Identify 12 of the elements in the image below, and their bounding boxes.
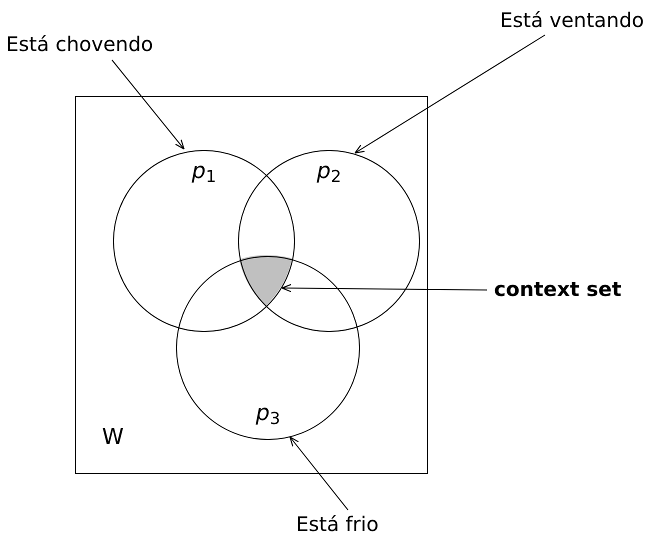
leader-arrow (354, 34, 546, 154)
callout-label: Está chovendo (6, 34, 154, 54)
set-label: p$_{3}$ (256, 403, 280, 425)
callout-label: context set (494, 279, 622, 299)
set-label: W (102, 427, 124, 449)
leader-arrow (289, 436, 348, 510)
set-label: p$_{1}$ (192, 161, 216, 183)
leader-arrow (281, 284, 488, 292)
leader-arrow (112, 60, 185, 150)
set-label: p$_{2}$ (316, 161, 342, 183)
callout-label: Está frio (296, 514, 379, 534)
callout-label: Está ventando (500, 10, 644, 30)
